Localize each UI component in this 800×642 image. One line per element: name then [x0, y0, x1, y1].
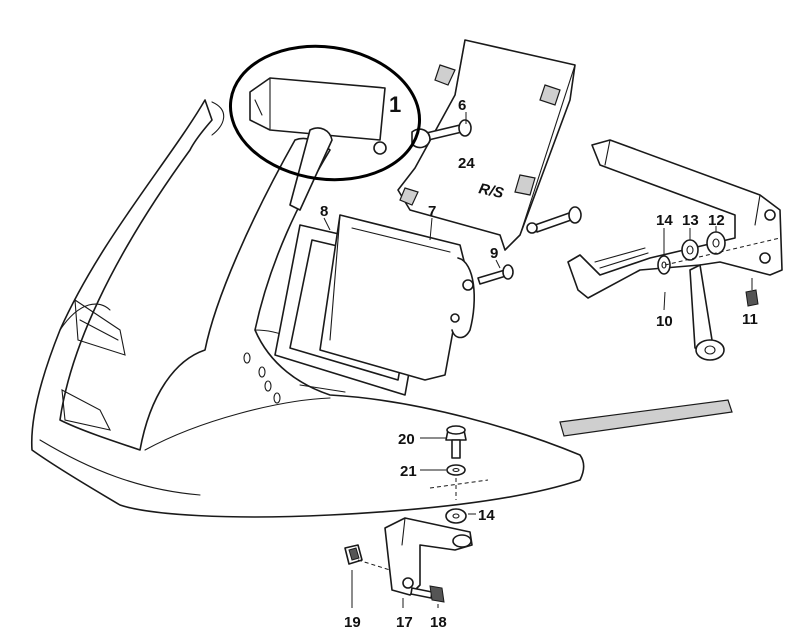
callout-20: 20 [398, 431, 415, 448]
callout-21: 21 [400, 463, 417, 480]
callout-1: 1 [389, 92, 401, 117]
decal-text: R/S [477, 180, 505, 202]
part-21-washer [446, 464, 466, 476]
part-24-bracket: R/S [397, 39, 576, 251]
callout-10: 10 [656, 313, 673, 330]
callout-13: 13 [682, 212, 699, 229]
callout-14-upper: 14 [656, 212, 673, 229]
bracket-screw [526, 206, 582, 234]
part-12-grommet [706, 231, 726, 255]
callout-11: 11 [742, 311, 758, 328]
part-1-flap [249, 77, 387, 211]
callout-labels: 1 6 24 8 7 9 14 13 12 10 11 20 21 14 19 … [320, 92, 758, 631]
fairing-shell [30, 99, 585, 518]
leader-lines [323, 112, 717, 608]
part-14-lower-washer [445, 508, 467, 524]
part-14-washer [657, 255, 671, 275]
part-13-grommet [681, 239, 699, 261]
highlight-circle [228, 44, 422, 182]
callout-17: 17 [396, 614, 413, 631]
callout-18: 18 [430, 614, 447, 631]
callout-24: 24 [458, 155, 475, 172]
callout-7: 7 [428, 203, 436, 220]
part-7-headlight [319, 214, 475, 381]
callout-19: 19 [344, 614, 361, 631]
callout-12: 12 [708, 212, 725, 229]
trim-strip [559, 399, 733, 437]
callout-8: 8 [320, 203, 328, 220]
callout-9: 9 [490, 245, 498, 262]
part-10-stay [567, 139, 783, 361]
part-18-screw [410, 585, 445, 603]
part-9-bolt [477, 264, 514, 285]
part-20-bolt [445, 425, 467, 459]
part-17-bracket [384, 517, 473, 596]
part-19-nut [344, 544, 363, 565]
callout-14-lower: 14 [478, 507, 495, 524]
callout-6: 6 [458, 97, 466, 114]
